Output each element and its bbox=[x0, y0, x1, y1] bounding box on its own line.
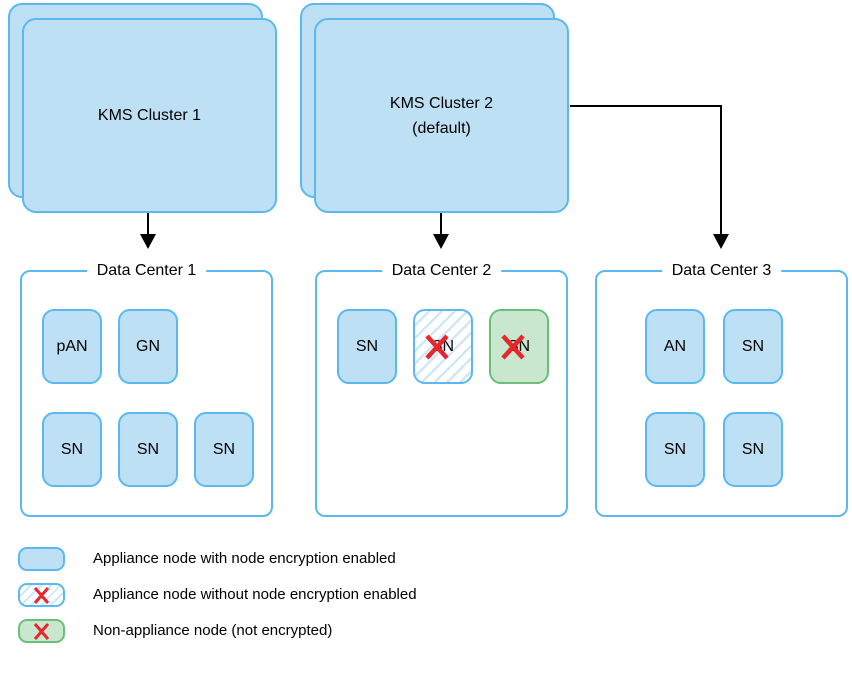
data-center-2-row-1: SN SN SN bbox=[337, 309, 549, 384]
arrowhead-dc3 bbox=[713, 234, 729, 249]
node-label: AN bbox=[663, 337, 687, 355]
node-label: SN bbox=[741, 440, 765, 458]
legend-label: Non-appliance node (not encrypted) bbox=[93, 622, 333, 639]
node-label: pAN bbox=[56, 337, 88, 355]
legend-label: Appliance node with node encryption enab… bbox=[93, 550, 396, 567]
arrow-kms2-to-dc3 bbox=[570, 105, 722, 236]
node-label: SN bbox=[212, 440, 236, 458]
node: SN bbox=[723, 309, 783, 384]
node-unencrypted: SN bbox=[413, 309, 473, 384]
red-x-icon bbox=[33, 622, 50, 640]
kms-cluster-1-title: KMS Cluster 1 bbox=[97, 107, 202, 124]
legend-swatch-encrypted bbox=[18, 547, 65, 571]
legend-label: Appliance node without node encryption e… bbox=[93, 586, 417, 603]
data-center-1-title: Data Center 1 bbox=[86, 261, 207, 281]
data-center-1: Data Center 1 pAN GN SN SN SN bbox=[20, 261, 273, 517]
legend-swatch-unencrypted bbox=[18, 583, 65, 607]
data-center-3-row-2: SN SN bbox=[645, 412, 783, 487]
data-center-2-title: Data Center 2 bbox=[381, 261, 502, 281]
node: GN bbox=[118, 309, 178, 384]
node: SN bbox=[118, 412, 178, 487]
node-non-appliance: SN bbox=[489, 309, 549, 384]
kms-cluster-2-box: KMS Cluster 2 (default) bbox=[314, 18, 569, 213]
kms-cluster-2-subtitle: (default) bbox=[412, 119, 471, 137]
node-label: SN bbox=[355, 337, 379, 355]
node-label: SN bbox=[741, 337, 765, 355]
data-center-1-row-2: SN SN SN bbox=[42, 412, 254, 487]
legend-swatch-non-appliance bbox=[18, 619, 65, 643]
data-center-3: Data Center 3 AN SN SN SN bbox=[595, 261, 848, 517]
data-center-3-row-1: AN SN bbox=[645, 309, 783, 384]
kms-cluster-2: KMS Cluster 2 (default) bbox=[300, 3, 569, 213]
node: SN bbox=[42, 412, 102, 487]
data-center-3-title: Data Center 3 bbox=[661, 261, 782, 281]
data-center-1-row-1: pAN GN bbox=[42, 309, 178, 384]
kms-cluster-1-box: KMS Cluster 1 bbox=[22, 18, 277, 213]
data-center-2: Data Center 2 SN SN SN bbox=[315, 261, 568, 517]
node: SN bbox=[194, 412, 254, 487]
red-x-icon bbox=[501, 333, 525, 360]
red-x-icon bbox=[33, 586, 50, 604]
node-label: SN bbox=[663, 440, 687, 458]
arrowhead-dc1 bbox=[140, 234, 156, 249]
node-label: SN bbox=[136, 440, 160, 458]
node: SN bbox=[645, 412, 705, 487]
red-x-icon bbox=[425, 333, 449, 360]
node: AN bbox=[645, 309, 705, 384]
node-label: GN bbox=[136, 337, 160, 355]
node: pAN bbox=[42, 309, 102, 384]
node: SN bbox=[337, 309, 397, 384]
node-label: SN bbox=[60, 440, 84, 458]
kms-cluster-1: KMS Cluster 1 bbox=[8, 3, 277, 213]
node: SN bbox=[723, 412, 783, 487]
arrowhead-dc2 bbox=[433, 234, 449, 249]
kms-cluster-2-title: KMS Cluster 2 bbox=[389, 94, 494, 112]
